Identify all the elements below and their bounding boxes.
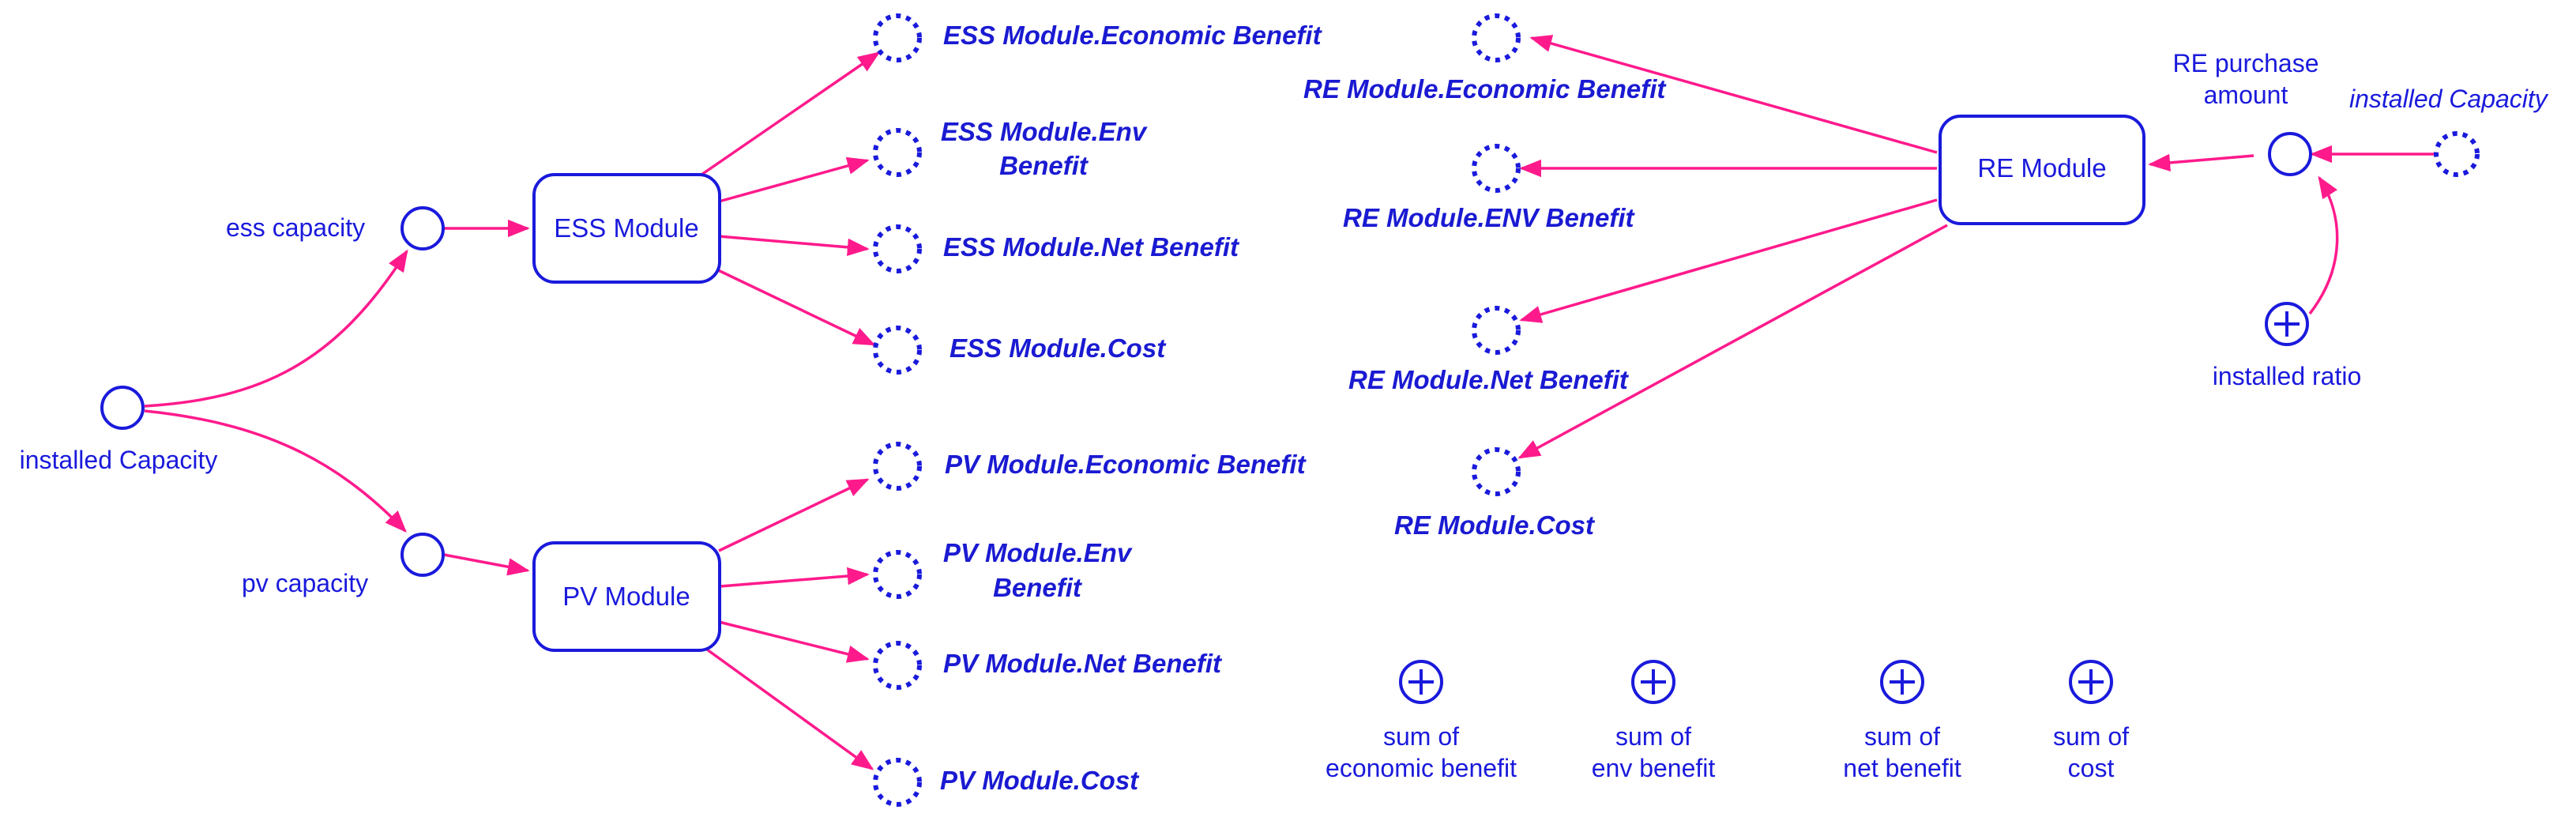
ess-cost-label: ESS Module.Cost [950,333,1166,363]
ess-cost-node [873,326,922,375]
pv-module-box [532,541,721,652]
re-purchase-amount-label-line1: RE purchase [2172,49,2319,77]
re-purchase-amount-node [2268,132,2312,176]
arrow-pv-to-cost [705,648,874,770]
pv-capacity-node [401,533,445,577]
sum-net-node [1880,660,1924,704]
re-env-node [1472,144,1521,193]
re-module-box [1939,115,2145,225]
sum-env-label-line2: env benefit [1591,754,1716,782]
arrow-pv-to-economic [718,478,870,552]
sum-cost-label-line1: sum of [2052,722,2130,751]
modules[interactable] [532,115,2145,652]
connector-arrows [144,35,2435,770]
arrow-ess-to-env [718,156,870,203]
sum-economic-label-line2: economic benefit [1326,754,1517,782]
ess-net-label: ESS Module.Net Benefit [943,232,1239,262]
variables [100,132,2312,577]
ess-module-box [532,173,721,284]
arrow-ess-to-cost [714,267,876,346]
ess-capacity-label: ess capacity [226,213,366,242]
pv-economic-node [873,442,922,491]
pv-module-label: PV Module [562,582,690,611]
re-cost-node [1472,447,1521,496]
installed-ratio-label: installed ratio [2212,362,2362,390]
sum-economic-node [1399,660,1443,704]
ess-net-node [873,224,922,273]
re-module-label: RE Module [1977,153,2107,183]
shadow-variables [873,13,2480,807]
sum-net-label-line2: net benefit [1843,754,1961,782]
re-env-label: RE Module.ENV Benefit [1343,203,1634,232]
arrow-pv-to-net [718,620,870,663]
arrow-re-to-economic [1529,35,1938,154]
pv-capacity-label: pv capacity [242,569,369,597]
arrow-re-to-net [1519,198,1938,323]
pv-cost-node [873,758,922,807]
sum-cost-node [2069,660,2113,704]
arrow-re-to-cost [1517,224,1948,459]
re-net-label: RE Module.Net Benefit [1348,365,1628,394]
installed-ratio-node [2265,302,2309,346]
ess-env-label-line2: Benefit [999,151,1088,180]
sum-economic-label-line1: sum of [1382,722,1460,751]
sum-net-label-line1: sum of [1863,722,1941,751]
ess-env-node [873,128,922,177]
pv-net-node [873,641,922,690]
installed-capacity-label: installed Capacity [19,446,218,474]
pv-cost-label: PV Module.Cost [940,766,1139,795]
sum-env-node [1631,660,1675,704]
re-installed-capacity-label: installed Capacity [2349,85,2548,113]
pv-economic-label: PV Module.Economic Benefit [945,450,1306,479]
arrow-installed-capacity-to-ess-capacity [144,249,408,408]
arrow-pv-to-env [720,567,870,588]
re-installed-capacity-node [2434,131,2480,177]
ess-economic-node [873,13,922,62]
arrow-installed-capacity-to-pv-capacity [144,409,407,533]
re-purchase-amount-label-line2: amount [2203,81,2288,109]
sum-env-label-line1: sum of [1615,722,1692,751]
arrow-installed-ratio-to-purchase [2308,175,2339,315]
arrow-ess-to-net [718,235,870,257]
sum-cost-label-line2: cost [2067,754,2115,782]
arrow-pv-capacity-to-pv-module [443,553,530,576]
installed-capacity-node [100,386,145,430]
ess-env-label-line1: ESS Module.Env [940,117,1147,146]
pv-env-node [873,550,922,599]
pv-env-label-line1: PV Module.Env [942,538,1132,567]
pv-env-label-line2: Benefit [993,573,1081,602]
sum-nodes [1399,302,2309,704]
re-economic-label: RE Module.Economic Benefit [1303,74,1666,104]
re-cost-label: RE Module.Cost [1394,510,1594,540]
ess-capacity-node [401,206,445,250]
ess-module-label: ESS Module [554,213,699,243]
pv-net-label: PV Module.Net Benefit [943,649,1222,678]
re-net-node [1472,306,1521,355]
arrow-purchase-to-re-module [2148,153,2254,172]
re-economic-node [1472,13,1521,62]
ess-economic-label: ESS Module.Economic Benefit [943,21,1322,50]
arrow-ess-to-economic [701,51,881,176]
